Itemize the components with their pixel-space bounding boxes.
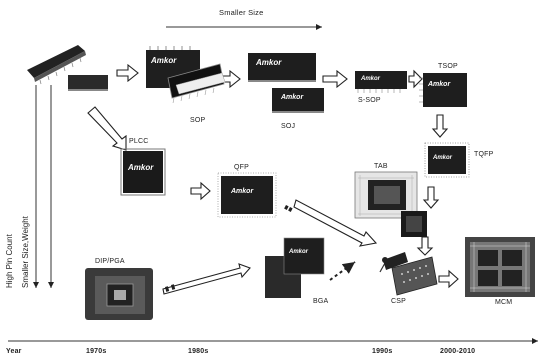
mcm-module <box>465 237 535 297</box>
sop-label: SOP <box>190 117 205 124</box>
era-2000-2010: 2000-2010 <box>440 348 475 355</box>
csp-chip <box>380 252 437 295</box>
dippga-chip <box>85 268 153 320</box>
arrow-csp-to-mcm <box>439 271 458 287</box>
tab-package <box>355 172 427 237</box>
sop-chip <box>146 46 225 103</box>
year-label: Year <box>6 348 22 355</box>
qfp-label: QFP <box>234 164 249 171</box>
tsop-chip <box>419 73 467 107</box>
arrow-soj-to-ssop <box>323 71 347 87</box>
tqfp-chip <box>425 143 469 177</box>
high-pin-count-label: High Pin Count <box>5 234 14 288</box>
tab-label: TAB <box>374 163 388 170</box>
csp-label: CSP <box>391 298 406 305</box>
bga-label: BGA <box>313 298 328 305</box>
qfp-chip <box>218 173 276 217</box>
tqfp-label: TQFP <box>474 151 493 158</box>
mcm-label: MCM <box>495 299 512 306</box>
small-dip-chip <box>68 75 108 91</box>
arrow-plcc-to-qfp <box>191 183 210 199</box>
arrow-dip-to-plcc <box>88 107 126 150</box>
tsop-label: TSOP <box>438 63 458 70</box>
arrow-tsop-to-tqfp <box>433 115 447 137</box>
arrow-dip-to-sop <box>117 65 138 81</box>
arrow-tab-down <box>418 237 432 255</box>
arrow-tqfp-down <box>424 187 438 208</box>
ssop-chip <box>355 71 407 93</box>
smaller-size-weight-label: Smaller Size,Weight <box>21 216 30 288</box>
soj-label: SOJ <box>281 123 295 130</box>
dippga-label: DIP/PGA <box>95 258 125 265</box>
plcc-chip <box>121 149 165 195</box>
era-1970s: 1970s <box>86 348 106 355</box>
era-1990s: 1990s <box>372 348 392 355</box>
arrow-dippga-to-bga <box>163 264 250 294</box>
arrow-ssop-to-tsop <box>409 71 422 87</box>
smaller-size-label: Smaller Size <box>219 8 264 17</box>
era-1980s: 1980s <box>188 348 208 355</box>
bga-chip <box>265 238 324 298</box>
soj-chip <box>248 53 324 113</box>
ssop-label: S-SOP <box>358 97 381 104</box>
plcc-label: PLCC <box>129 138 148 145</box>
arrow-bga-to-csp <box>330 262 355 280</box>
